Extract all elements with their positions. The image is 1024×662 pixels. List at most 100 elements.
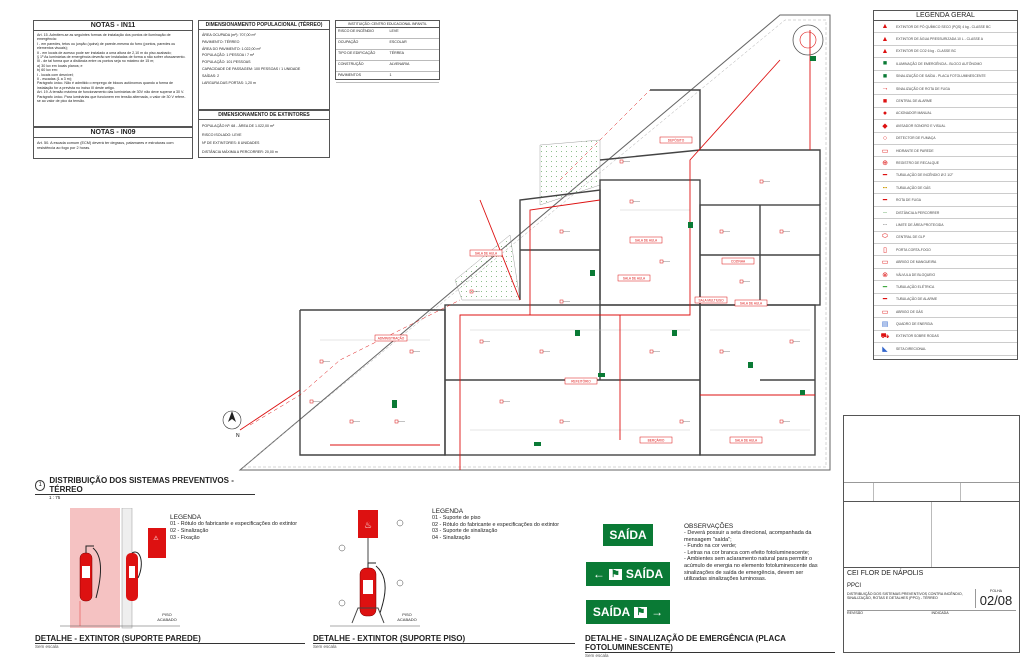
legend-symbol-icon: ● [882,109,888,117]
info-cell: 1 [389,73,392,77]
note-line: I - locais com desnível; [37,72,74,77]
legend-row: ▤QUADRO DE ENERGIA [874,318,1017,331]
info-cell: ALVENARIA [389,62,410,66]
sign-observations: OBSERVAÇÕES - Deverá possuir a seta dire… [684,523,824,583]
room-stamp: SALA DE AULA [629,236,663,244]
notes-in11-text: Art. 15. Admitem-se as seguintes formas … [34,31,192,106]
legend-row: ━TUBULAÇÃO ELÉTRICA [874,281,1017,294]
plan-title: DISTRIBUIÇÃO DOS SISTEMAS PREVENTIVOS - … [49,476,234,494]
device-marker [394,419,399,424]
device-marker [719,349,724,354]
room-stamp: ADMINISTRAÇÃO [374,334,408,342]
room-stamp-label: DEPÓSITO [668,138,685,143]
legend-row: ● ACIONADOR MANUAL [874,108,1017,121]
legend-symbol-icon: ━ [882,296,888,304]
plan-number: 1 [35,479,46,491]
legend-text: SINALIZAÇÃO DE ROTA DE FUGA [896,86,951,91]
legend-symbol-icon: ▭ [881,308,889,316]
room-stamp-label: SALA DE AULA [475,252,498,256]
legend-symbol-icon: ━ [882,283,888,291]
legend-text: TUBULAÇÃO DE GÁS [896,185,931,190]
legend-symbol-icon: ┄ [882,221,888,229]
legend-text: TUBULAÇÃO DE ALARME [896,297,938,302]
detail-floor-title-block: DETALHE - EXTINTOR (SUPORTE PISO) Sem es… [313,634,575,649]
legend-text: DISTÂNCIA A PERCORRER [896,210,940,215]
info-cell: PAVIMENTOS [338,73,361,77]
detail-wall-scale: Sem escala [35,644,59,649]
device-marker [719,229,724,234]
legend-symbol-icon: ⛟ [880,332,890,340]
detail-floor-title: DETALHE - EXTINTOR (SUPORTE PISO) [313,634,575,644]
running-man-icon: ⚑ [634,606,648,618]
obs-item: - Ambientes sem aclaramento natural para… [684,556,818,583]
device-marker [779,419,784,424]
exit-sign-right-text: SAÍDA [592,605,631,619]
legend-text: ACIONADOR MANUAL [896,111,932,116]
legend-row: ◣SETA DIRECIONAL [874,343,1017,356]
legend-text: CENTRAL DE ALARME [896,99,933,104]
scale-value: INDICADA [931,611,949,615]
legend-text: SETA DIRECIONAL [896,346,927,351]
note-line: b) 60 lux em: [37,68,58,73]
legend-symbol-icon: ▲ [881,35,889,43]
lot-setback [242,19,827,468]
legend-row: ■ILUMINAÇÃO DE EMERGÊNCIA - BLOCO AUTÔNO… [874,58,1017,71]
obs-item: - Deverá possuir a seta direcional, acom… [684,530,812,543]
legend-row: →SINALIZAÇÃO DE ROTA DE FUGA [874,83,1017,96]
legend-symbol-icon: ▭ [881,147,889,155]
room-stamp: DEPÓSITO [659,136,693,144]
legend-text: VÁLVULA DE BLOQUEIO [896,272,936,277]
gas-route [249,89,651,426]
detail-floor-floor-label: PISO ACABADO [397,612,417,622]
device-marker [349,419,354,424]
obs-item: - Fundo na cor verde; [684,543,737,550]
info-cell: RISCO DE INCÊNDIO [338,29,374,33]
detail-wall-title: DETALHE - EXTINTOR (SUPORTE PAREDE) [35,634,305,644]
lot-boundary [238,14,831,471]
device-marker [409,349,414,354]
legend-row: ┅TUBULAÇÃO DE GÁS [874,182,1017,195]
legend-symbol-icon: ┈ [882,209,888,217]
legend-text: ABRIGO DE GÁS [896,309,923,314]
device-marker [559,299,564,304]
legend-text: ILUMINAÇÃO DE EMERGÊNCIA - BLOCO AUTÔNOM… [896,61,982,66]
legend-row: ◆AVISADOR SONORO E VISUAL [874,120,1017,133]
legend-symbol-icon: ⊗ [882,271,888,279]
garden-area-2 [539,139,601,206]
notes-in09-title: NOTAS - IN09 [34,128,192,138]
interior-lines [320,209,810,431]
arrow-left-icon: ← [592,567,605,581]
pop-sizing-title: DIMENSIONAMENTO POPULACIONAL (TÉRREO) [199,21,329,30]
room-stamp: SALA DE AULA [734,299,768,307]
legend-text: CENTRAL DE GLP [896,235,926,240]
note-line: I - em paredes, tetos ou junção (quina) … [37,41,176,51]
device-marker [629,199,634,204]
room-stamp-label: SALA DE AULA [635,239,658,243]
legend-row: ▲EXTINTOR DE PÓ QUÍMICO SECO (PQS) 4 kg … [874,21,1017,34]
revision-label: REVISÃO [847,611,863,615]
pop-sizing-line: POPULAÇÃO: 101 PESSOAS [202,60,251,65]
room-stamp-label: SALA DE AULA [623,277,646,281]
notes-in11-box: NOTAS - IN11 Art. 15. Admitem-se as segu… [33,20,193,127]
legend-row: ┈ DISTÂNCIA A PERCORRER [874,207,1017,220]
notes-in11-title: NOTAS - IN11 [34,21,192,31]
glp-tank-inner [799,31,817,49]
plan-title-block: 1 DISTRIBUIÇÃO DOS SISTEMAS PREVENTIVOS … [35,476,255,500]
legend-symbol-icon: ◆ [882,122,888,130]
escape-route [239,30,815,470]
detail-wall-drawing: ⚠ [60,508,180,629]
note-line: II - escadas (1 a 3 m); [37,77,72,82]
legend-row: ⬭CENTRAL DE GLP [874,232,1017,245]
info-table: INSTITUIÇÃO: CENTRO EDUCACIONAL INFANTIL… [335,20,440,83]
detail-sign-title: DETALHE - SINALIZAÇÃO DE EMERGÊNCIA (PLA… [585,634,835,653]
legend-text: HIDRANTE DE PAREDE [896,148,934,153]
legend-row: ▭ABRIGO DE MANGUEIRA [874,256,1017,269]
sheet-label: FOLHA [990,589,1002,593]
detail-wall-legend: LEGENDA 01 - Rótulo do fabricante e espe… [170,514,310,542]
info-cell: CONSTRUÇÃO [338,62,364,66]
legend-text: ROTA DE FUGA [896,198,921,203]
note-line: II - em locais de acesso pode ser instal… [37,50,172,55]
